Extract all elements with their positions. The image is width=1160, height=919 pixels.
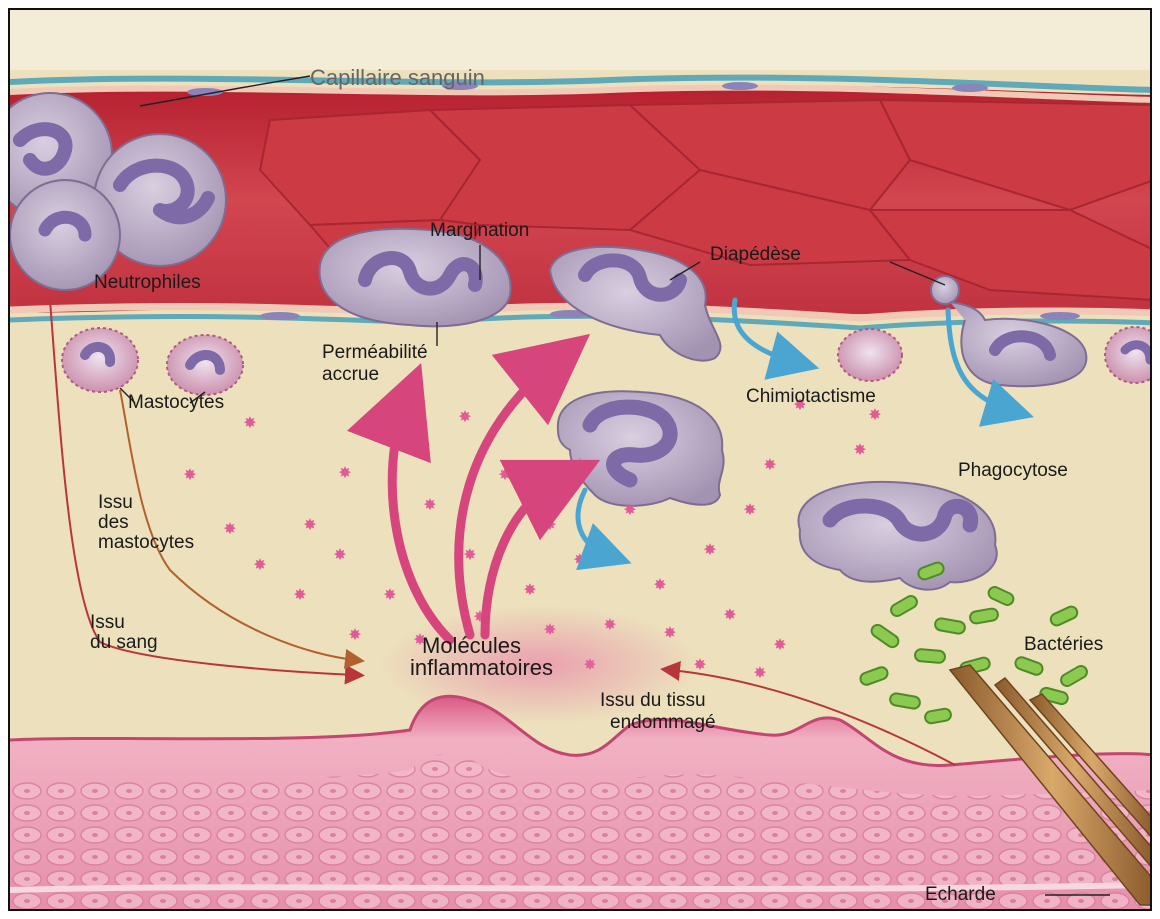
svg-text:✸: ✸	[773, 635, 786, 654]
svg-text:✸: ✸	[383, 585, 396, 604]
svg-text:✸: ✸	[573, 455, 586, 474]
svg-text:✸: ✸	[498, 465, 511, 484]
label-issu-sang-1: Issu	[90, 612, 125, 633]
mast-cell	[838, 329, 902, 381]
label-issu-tissu-2: endommagé	[610, 712, 716, 733]
svg-text:✸: ✸	[763, 455, 776, 474]
label-issu-mastocytes-1: Issu	[98, 492, 133, 513]
label-permeabilite: Perméabilité	[322, 342, 428, 363]
label-echarde: Echarde	[925, 884, 996, 905]
svg-text:✸: ✸	[423, 495, 436, 514]
svg-text:✸: ✸	[853, 440, 866, 459]
svg-text:✸: ✸	[338, 463, 351, 482]
svg-text:✸: ✸	[868, 405, 881, 424]
svg-text:✸: ✸	[743, 500, 756, 519]
label-issu-mastocytes-3: mastocytes	[98, 532, 194, 553]
mast-cell	[62, 328, 138, 392]
label-phagocytose: Phagocytose	[958, 460, 1068, 481]
label-chimiotactisme: Chimiotactisme	[746, 386, 876, 407]
label-capillaire: Capillaire sanguin	[310, 66, 485, 91]
svg-text:✸: ✸	[398, 380, 411, 399]
svg-text:✸: ✸	[293, 585, 306, 604]
svg-text:✸: ✸	[543, 515, 556, 534]
svg-text:✸: ✸	[303, 515, 316, 534]
label-issu-mastocytes-2: des	[98, 512, 129, 533]
label-neutrophiles: Neutrophiles	[94, 272, 201, 293]
label-diapedese: Diapédèse	[710, 244, 801, 265]
diagram-frame: ✸✸✸ ✸✸✸ ✸✸✸ ✸✸✸ ✸✸✸ ✸✸✸ ✸✸✸ ✸✸✸ ✸✸✸ ✸✸✸ …	[8, 8, 1152, 911]
neutrophil-margination	[320, 229, 511, 326]
page-top-strip	[10, 10, 1152, 70]
svg-text:✸: ✸	[223, 519, 236, 538]
svg-text:✸: ✸	[723, 605, 736, 624]
label-molecules-2: inflammatoires	[410, 656, 553, 681]
mast-cell	[167, 335, 243, 395]
label-bacteries: Bactéries	[1024, 634, 1103, 655]
svg-text:✸: ✸	[243, 413, 256, 432]
label-margination: Margination	[430, 220, 529, 241]
svg-text:✸: ✸	[753, 663, 766, 682]
svg-text:✸: ✸	[253, 555, 266, 574]
svg-text:✸: ✸	[573, 550, 586, 569]
label-accrue: accrue	[322, 364, 379, 385]
label-mastocytes: Mastocytes	[128, 392, 224, 413]
svg-text:✸: ✸	[333, 545, 346, 564]
svg-text:✸: ✸	[458, 407, 471, 426]
svg-text:✸: ✸	[623, 500, 636, 519]
svg-text:✸: ✸	[703, 540, 716, 559]
svg-text:✸: ✸	[523, 580, 536, 599]
svg-text:✸: ✸	[183, 465, 196, 484]
label-issu-sang-2: du sang	[90, 632, 158, 653]
svg-text:✸: ✸	[463, 545, 476, 564]
svg-text:✸: ✸	[653, 575, 666, 594]
label-issu-tissu-1: Issu du tissu	[600, 690, 706, 711]
svg-text:✸: ✸	[348, 625, 361, 644]
